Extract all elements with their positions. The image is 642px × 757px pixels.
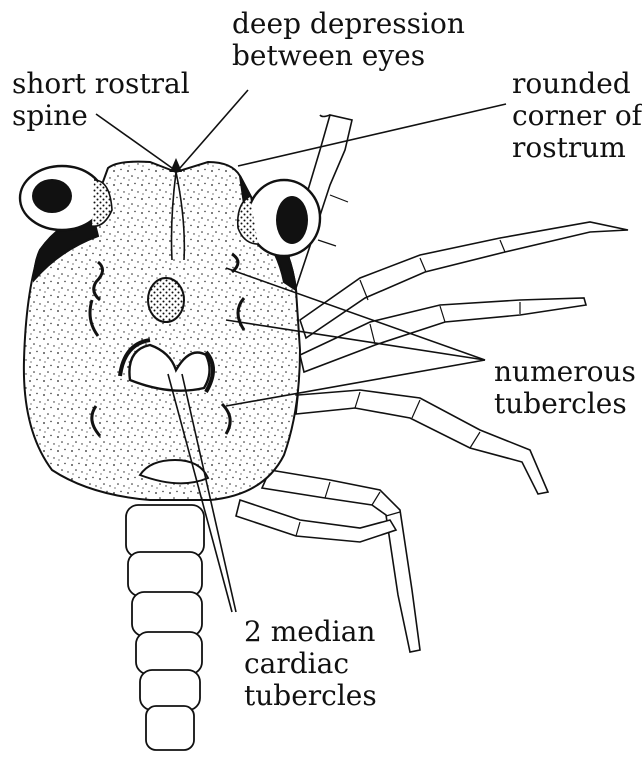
leg-6 (236, 500, 396, 542)
line-depression (180, 90, 248, 168)
label-deep-depression: deep depression between eyes (232, 8, 465, 72)
label-median-cardiac: 2 median cardiac tubercles (244, 616, 377, 712)
left-eye (20, 166, 112, 230)
label-numerous-tubercles: numerous tubercles (494, 356, 636, 420)
label-rounded-corner: rounded corner of rostrum (512, 68, 642, 164)
abdomen (126, 505, 204, 750)
label-short-rostral-spine: short rostral spine (12, 68, 190, 132)
line-rounded-corner (238, 104, 506, 166)
rostral-spine (170, 158, 182, 172)
